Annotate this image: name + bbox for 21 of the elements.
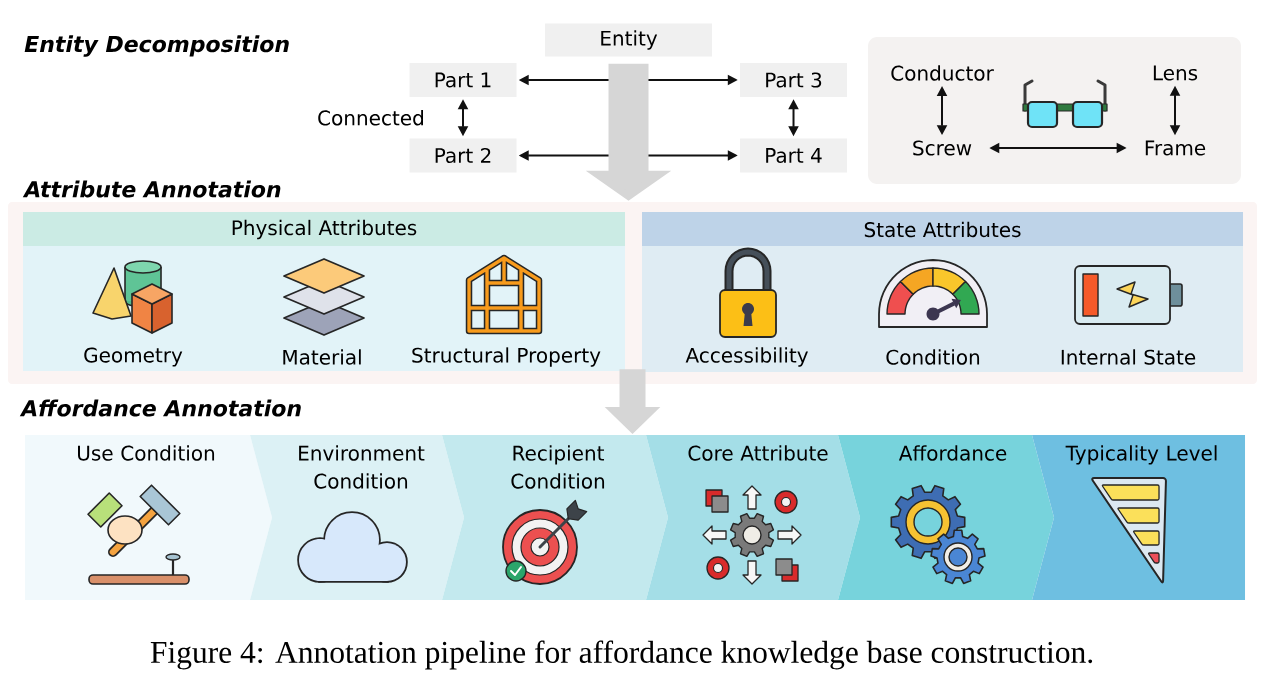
attribute-label: Material — [283, 349, 361, 365]
caption: Figure 4: Annotation pipeline for affordance knowledge base construction. — [150, 640, 1093, 670]
section-heading: Entity Decomposition — [24, 35, 289, 57]
part-box: Part 3 — [740, 63, 847, 97]
part-box: Part 1 — [409, 63, 517, 97]
attribute-label: Condition — [886, 349, 980, 365]
component-label: Lens — [1153, 65, 1198, 81]
part-box: Part 2 — [409, 138, 517, 173]
attribute-label: Structural Property — [412, 347, 601, 367]
part-box: Part 4 — [740, 138, 847, 173]
component-label: Frame — [1145, 140, 1206, 156]
component-label: Screw — [913, 140, 972, 156]
edge-label: Connected — [315, 108, 427, 128]
panel-header: Physical Attributes — [23, 212, 625, 246]
section-heading: Affordance Annotation — [19, 399, 301, 417]
attribute-label: Accessibility — [685, 347, 808, 367]
entity-box: Entity — [545, 23, 712, 57]
component-label: Conductor — [891, 65, 994, 81]
attribute-label: Internal State — [1061, 349, 1196, 365]
panel-header: State Attributes — [642, 212, 1243, 246]
attribute-label: Geometry — [84, 347, 183, 367]
